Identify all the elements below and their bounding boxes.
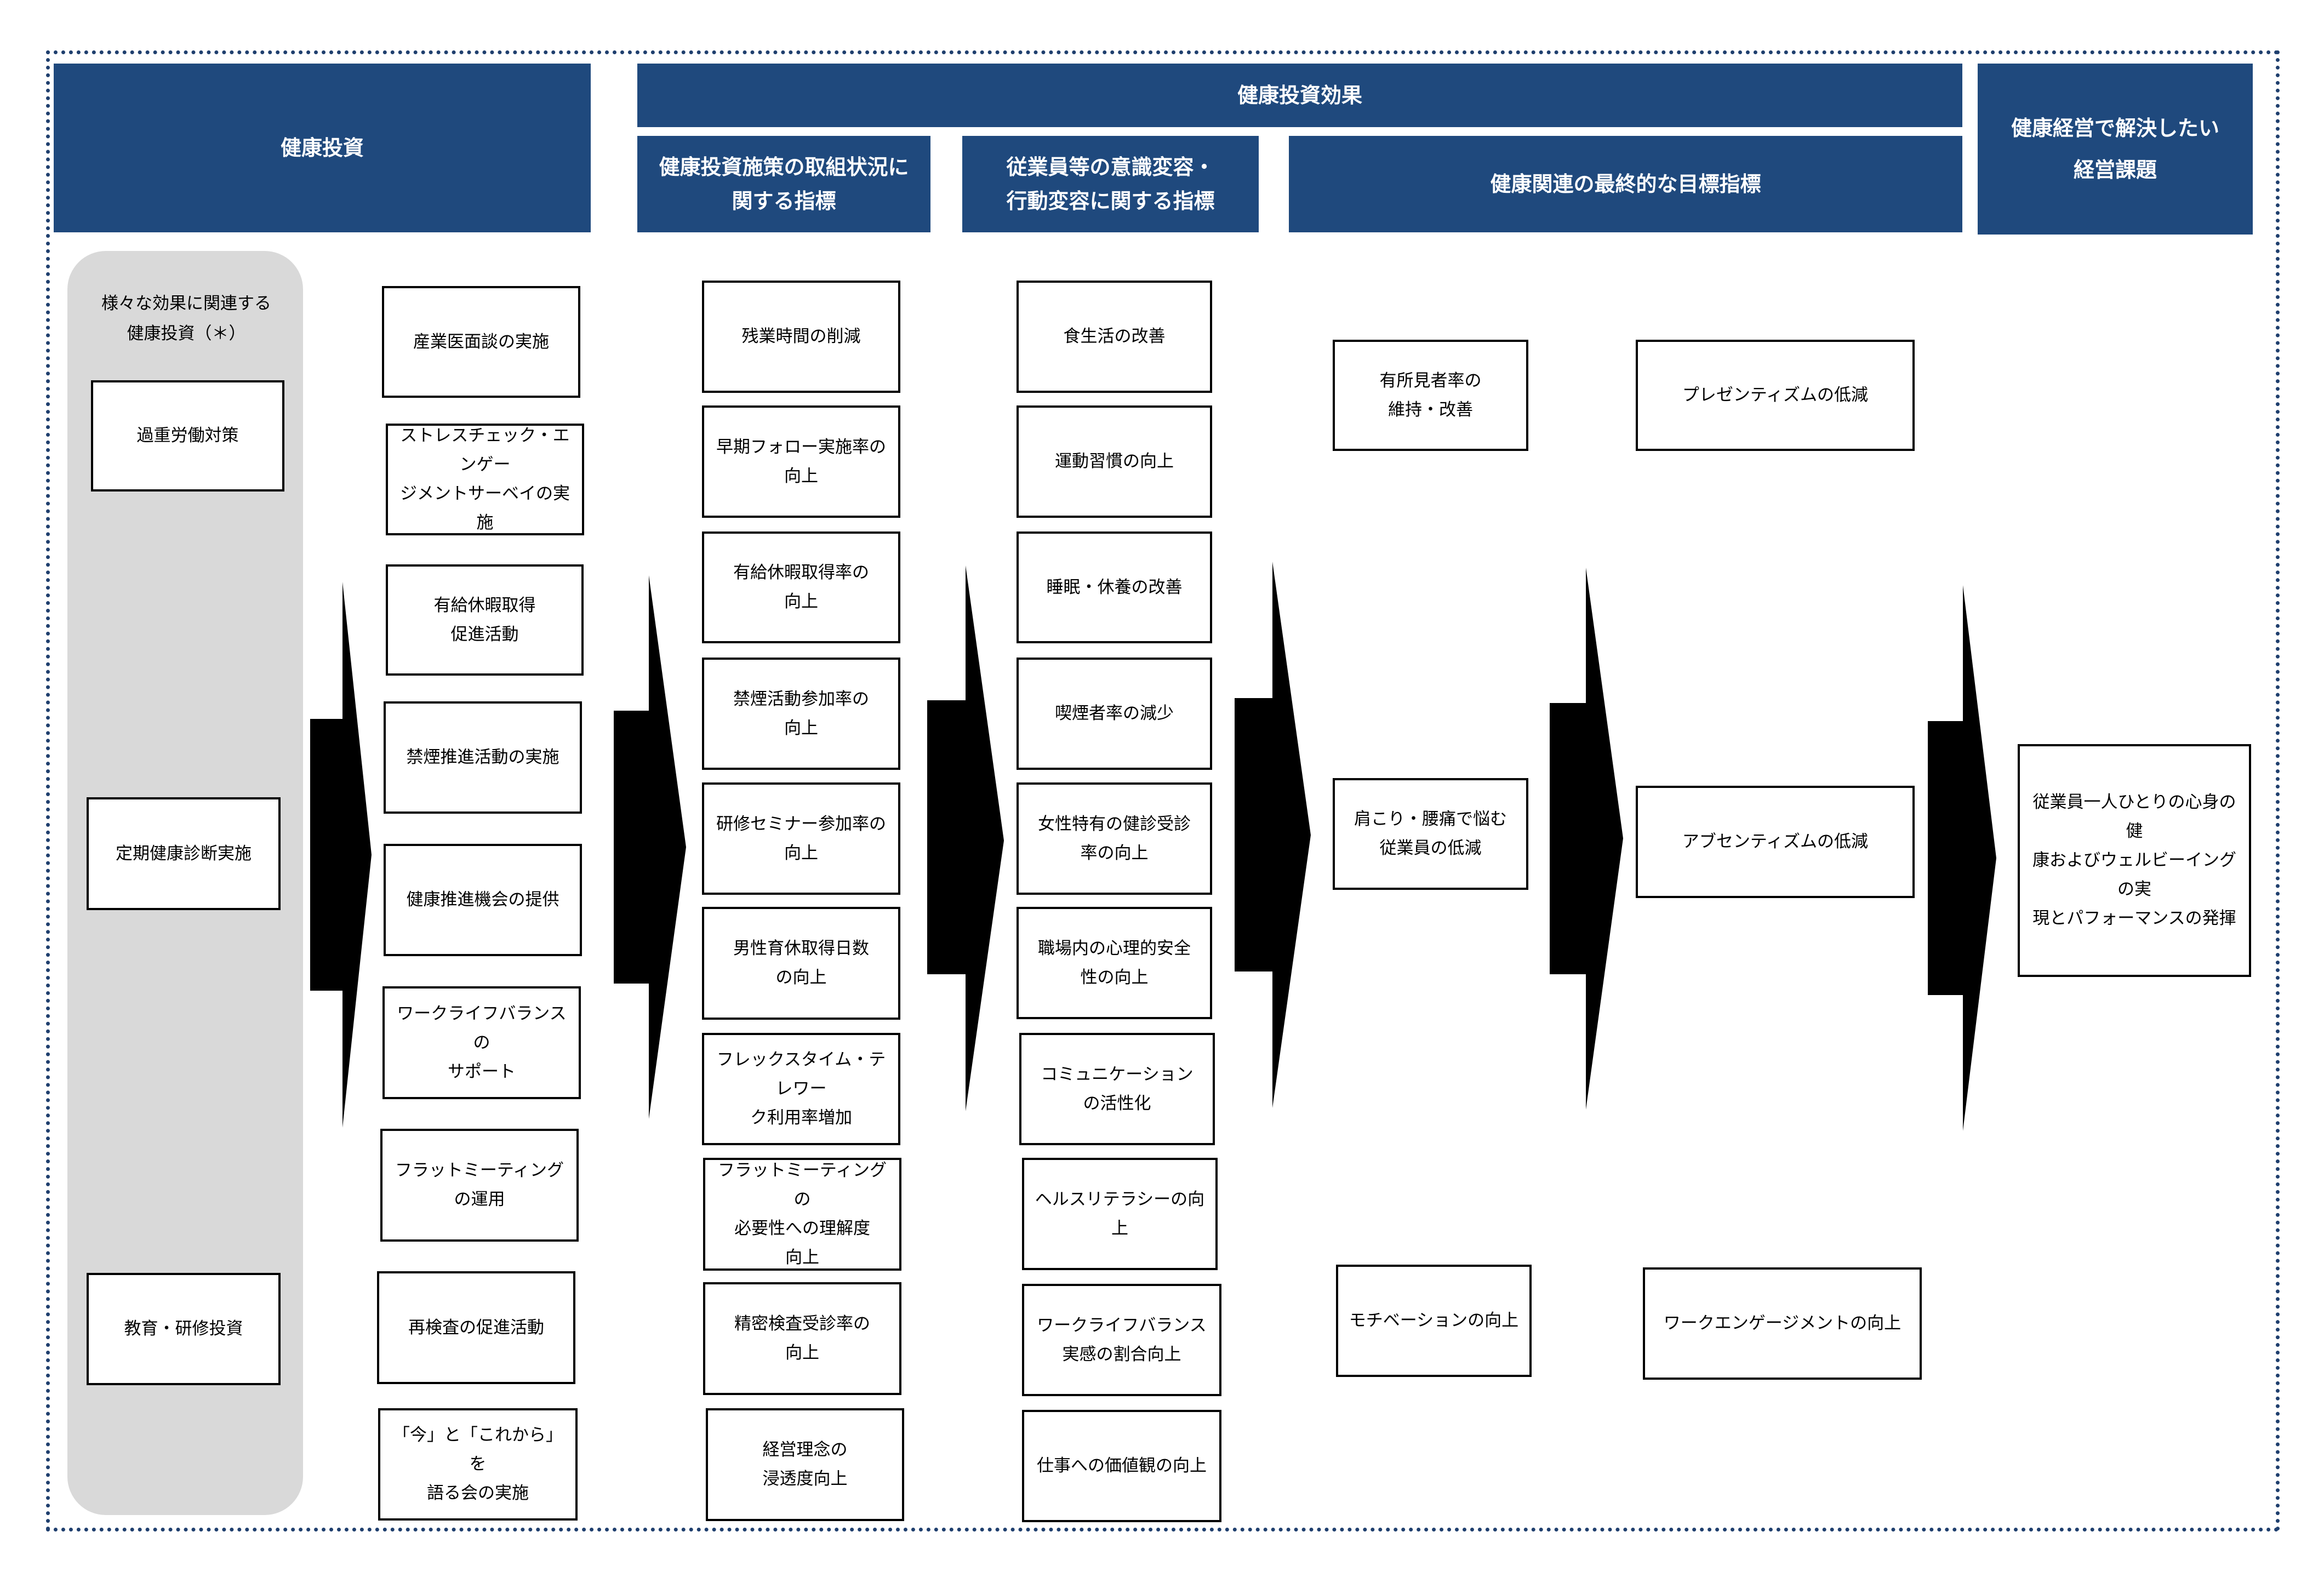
- initiative-box: 「今」と「これから」を 語る会の実施: [378, 1408, 578, 1521]
- flow-arrow: [1928, 585, 1996, 1131]
- final-indicator-box: モチベーションの向上: [1336, 1265, 1532, 1377]
- measure-indicator-box: フレックスタイム・テレワー ク利用率増加: [702, 1033, 900, 1145]
- header-measure-indicators: 健康投資施策の取組状況に 関する指標: [637, 136, 930, 232]
- measure-indicator-box: 精密検査受診率の 向上: [703, 1282, 901, 1395]
- investment-item-overwork: 過重労働対策: [91, 380, 284, 492]
- header-management-issues: 健康経営で解決したい 経営課題: [1978, 64, 2253, 235]
- header-health-investment: 健康投資: [54, 64, 591, 232]
- initiative-box: ワークライフバランスの サポート: [382, 986, 581, 1099]
- behavior-indicator-box: 食生活の改善: [1017, 281, 1212, 393]
- flow-arrow: [1235, 562, 1311, 1108]
- initiative-box: 禁煙推進活動の実施: [384, 701, 582, 814]
- initiative-box: 健康推進機会の提供: [384, 844, 582, 956]
- behavior-indicator-box: コミュニケーション の活性化: [1019, 1033, 1215, 1145]
- measure-indicator-box: 禁煙活動参加率の 向上: [702, 658, 900, 770]
- dotted-frame: [46, 50, 2280, 1531]
- measure-indicator-box: 経営理念の 浸透度向上: [706, 1408, 904, 1521]
- investment-note: 様々な効果に関連する 健康投資（＊）: [101, 294, 271, 344]
- final-indicator-box: ワークエンゲージメントの向上: [1643, 1267, 1922, 1380]
- initiative-box: フラットミーティング の運用: [380, 1129, 579, 1242]
- initiative-box: ストレスチェック・エンゲー ジメントサーベイの実施: [386, 424, 584, 535]
- measure-indicator-box: 研修セミナー参加率の 向上: [702, 782, 900, 895]
- measure-indicator-box: 有給休暇取得率の 向上: [702, 532, 900, 643]
- final-indicator-box: プレゼンティズムの低減: [1636, 340, 1915, 451]
- behavior-indicator-box: 睡眠・休養の改善: [1017, 532, 1212, 643]
- behavior-indicator-box: 女性特有の健診受診 率の向上: [1017, 782, 1212, 895]
- behavior-indicator-box: ワークライフバランス 実感の割合向上: [1022, 1284, 1221, 1396]
- initiative-box: 有給休暇取得 促進活動: [386, 564, 584, 676]
- behavior-indicator-box: 仕事への価値観の向上: [1022, 1410, 1221, 1522]
- flow-arrow: [927, 565, 1004, 1111]
- header-behavior-indicators: 従業員等の意識変容・ 行動変容に関する指標: [962, 136, 1259, 232]
- final-indicator-box: 有所見者率の 維持・改善: [1333, 340, 1528, 451]
- header-final-indicators: 健康関連の最終的な目標指標: [1289, 136, 1962, 232]
- initiative-box: 再検査の促進活動: [377, 1271, 575, 1384]
- behavior-indicator-box: 喫煙者率の減少: [1017, 658, 1212, 770]
- initiative-box: 産業医面談の実施: [382, 286, 580, 398]
- investment-item-education: 教育・研修投資: [87, 1273, 281, 1385]
- measure-indicator-box: フラットミーティングの 必要性への理解度 向上: [703, 1158, 901, 1271]
- behavior-indicator-box: 運動習慣の向上: [1017, 405, 1212, 518]
- final-indicator-box: 肩こり・腰痛で悩む 従業員の低減: [1333, 778, 1528, 890]
- measure-indicator-box: 早期フォロー実施率の 向上: [702, 405, 900, 518]
- behavior-indicator-box: ヘルスリテラシーの向上: [1022, 1158, 1218, 1270]
- flow-arrow: [1550, 568, 1623, 1110]
- final-indicator-box: アブセンティズムの低減: [1636, 786, 1915, 898]
- flow-arrow: [310, 582, 372, 1128]
- behavior-indicator-box: 職場内の心理的安全 性の向上: [1017, 907, 1212, 1019]
- measure-indicator-box: 男性育休取得日数 の向上: [702, 907, 900, 1020]
- investment-item-health-checkup: 定期健康診断実施: [87, 797, 281, 910]
- management-issue-box: 従業員一人ひとりの心身の健 康およびウェルビーイングの実 現とパフォーマンスの発…: [2018, 744, 2251, 977]
- header-investment-effect: 健康投資効果: [637, 64, 1962, 127]
- measure-indicator-box: 残業時間の削減: [702, 281, 900, 393]
- flow-arrow: [614, 575, 686, 1119]
